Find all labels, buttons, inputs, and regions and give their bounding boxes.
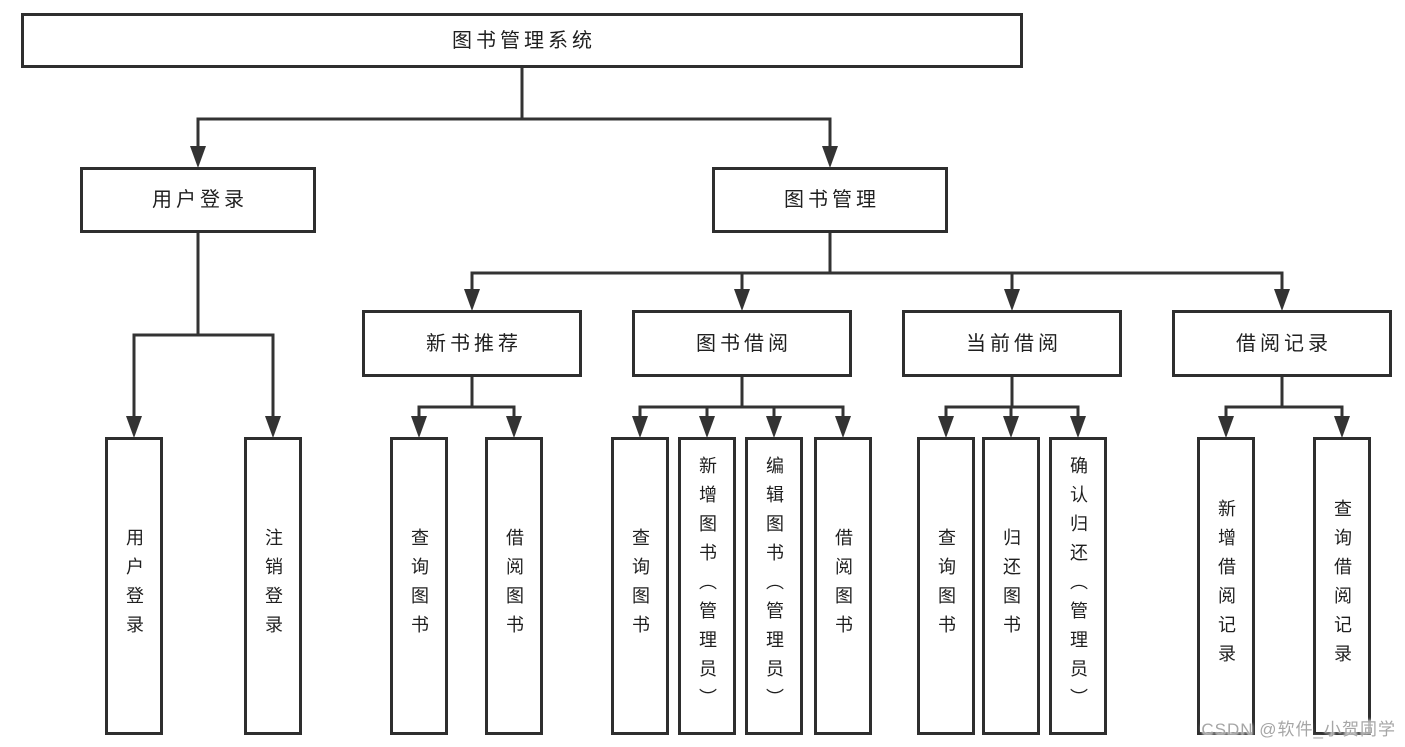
node-new-book-rec: 新书推荐 [362, 310, 582, 377]
node-leaf-cb-query: 查询图书 [917, 437, 975, 735]
node-label-current-borrow: 当前借阅 [966, 332, 1062, 355]
node-leaf-user-login: 用户登录 [105, 437, 163, 735]
node-label-leaf-bb-add: 新增图书（管理员） [697, 455, 717, 717]
edge-user-login [126, 231, 281, 438]
edge-book-mgmt [464, 231, 1290, 311]
arrowhead-new-book-rec [464, 289, 480, 311]
arrowhead-leaf-cb-query [938, 416, 954, 438]
edge-root [190, 66, 838, 168]
arrowhead-leaf-br-add [1218, 416, 1234, 438]
edge-path-borrow-record [1224, 375, 1344, 421]
arrowhead-leaf-nbr-query [411, 416, 427, 438]
watermark: CSDN @软件_小贺同学 [1201, 720, 1396, 739]
node-label-book-mgmt: 图书管理 [784, 189, 880, 211]
arrowhead-leaf-bb-edit [766, 416, 782, 438]
node-book-mgmt: 图书管理 [712, 167, 948, 233]
node-user-login: 用户登录 [80, 167, 316, 233]
node-leaf-bb-add: 新增图书（管理员） [678, 437, 736, 735]
edge-book-borrow [632, 375, 851, 438]
edge-path-new-book-rec [417, 375, 516, 421]
node-leaf-br-add: 新增借阅记录 [1197, 437, 1255, 735]
node-label-leaf-cb-query: 查询图书 [936, 528, 956, 644]
node-label-new-book-rec: 新书推荐 [426, 332, 522, 355]
arrowhead-user-login [190, 146, 206, 168]
node-label-root: 图书管理系统 [452, 29, 596, 52]
arrowhead-leaf-bb-query [632, 416, 648, 438]
node-leaf-cb-confirm: 确认归还（管理员） [1049, 437, 1107, 735]
edge-borrow-record [1218, 375, 1350, 438]
arrowhead-leaf-cb-confirm [1070, 416, 1086, 438]
arrowhead-leaf-bb-add [699, 416, 715, 438]
node-label-leaf-nbr-query: 查询图书 [409, 528, 429, 644]
node-label-leaf-bb-borrow: 借阅图书 [833, 528, 853, 644]
node-label-leaf-br-query: 查询借阅记录 [1332, 499, 1352, 673]
arrowhead-leaf-nbr-borrow [506, 416, 522, 438]
edge-path-root [196, 66, 832, 151]
arrowhead-borrow-record [1274, 289, 1290, 311]
node-label-leaf-br-add: 新增借阅记录 [1216, 499, 1236, 673]
edge-current-borrow [938, 375, 1086, 438]
node-current-borrow: 当前借阅 [902, 310, 1122, 377]
node-label-leaf-cb-confirm: 确认归还（管理员） [1068, 455, 1088, 717]
arrowhead-leaf-br-query [1334, 416, 1350, 438]
arrowhead-leaf-logout [265, 416, 281, 438]
node-root: 图书管理系统 [21, 13, 1023, 68]
node-leaf-cb-return: 归还图书 [982, 437, 1040, 735]
node-label-user-login: 用户登录 [152, 189, 248, 211]
node-label-leaf-logout: 注销登录 [263, 528, 283, 644]
node-leaf-br-query: 查询借阅记录 [1313, 437, 1371, 735]
arrowhead-leaf-bb-borrow [835, 416, 851, 438]
arrowhead-leaf-cb-return [1003, 416, 1019, 438]
edge-path-book-borrow [638, 375, 845, 421]
node-label-leaf-user-login: 用户登录 [124, 528, 144, 644]
node-leaf-logout: 注销登录 [244, 437, 302, 735]
node-leaf-nbr-borrow: 借阅图书 [485, 437, 543, 735]
node-leaf-nbr-query: 查询图书 [390, 437, 448, 735]
edge-path-current-borrow [944, 375, 1080, 421]
node-borrow-record: 借阅记录 [1172, 310, 1392, 377]
node-leaf-bb-edit: 编辑图书（管理员） [745, 437, 803, 735]
node-label-leaf-nbr-borrow: 借阅图书 [504, 528, 524, 644]
edge-new-book-rec [411, 375, 522, 438]
arrowhead-current-borrow [1004, 289, 1020, 311]
arrowhead-leaf-user-login [126, 416, 142, 438]
node-leaf-bb-borrow: 借阅图书 [814, 437, 872, 735]
node-label-book-borrow: 图书借阅 [696, 332, 792, 355]
node-label-borrow-record: 借阅记录 [1236, 332, 1332, 355]
node-leaf-bb-query: 查询图书 [611, 437, 669, 735]
edge-path-user-login [132, 231, 275, 421]
node-label-leaf-bb-edit: 编辑图书（管理员） [764, 455, 784, 717]
edge-path-book-mgmt [470, 231, 1284, 294]
arrowhead-book-borrow [734, 289, 750, 311]
node-label-leaf-bb-query: 查询图书 [630, 528, 650, 644]
arrowhead-book-mgmt [822, 146, 838, 168]
node-label-leaf-cb-return: 归还图书 [1001, 528, 1021, 644]
node-book-borrow: 图书借阅 [632, 310, 852, 377]
